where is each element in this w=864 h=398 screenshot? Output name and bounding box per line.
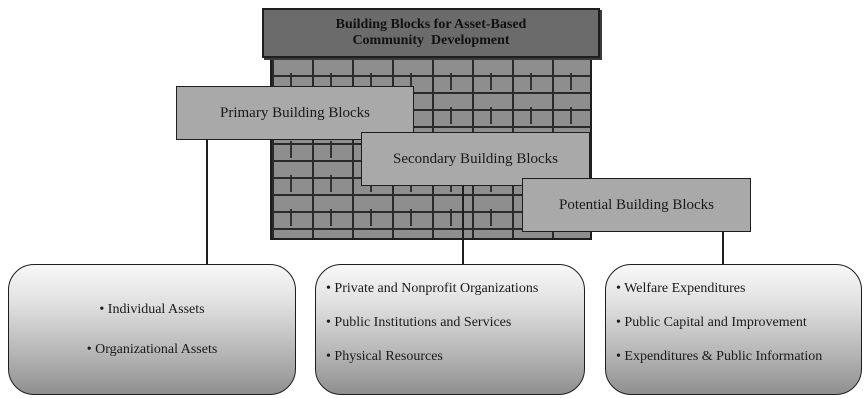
list-item: • Welfare Expenditures [616,281,746,296]
connector-secondary [462,186,464,264]
connector-primary [206,140,208,264]
primary-building-blocks-box: Primary Building Blocks [176,86,414,140]
secondary-building-blocks-label: Secondary Building Blocks [393,150,558,167]
list-item: • Expenditures & Public Information [616,349,823,364]
list-item: • Public Institutions and Services [326,315,512,330]
list-item: • Private and Nonprofit Organizations [326,281,539,296]
primary-assets-panel: • Individual Assets • Organizational Ass… [8,264,296,395]
title-line-1: Building Blocks for Asset-Based [335,17,527,32]
list-item: • Organizational Assets [86,341,218,357]
diagram-title: Building Blocks for Asset-Based Communit… [262,8,600,58]
potential-building-blocks-label: Potential Building Blocks [558,196,714,213]
connector-potential [722,232,724,264]
secondary-assets-panel: • Private and Nonprofit Organizations • … [315,264,585,395]
primary-building-blocks-label: Primary Building Blocks [220,104,370,121]
potential-assets-panel: • Welfare Expenditures • Public Capital … [605,264,862,395]
list-item: • Individual Assets [99,301,205,317]
potential-building-blocks-box: Potential Building Blocks [522,178,751,232]
list-item: • Public Capital and Improvement [616,315,807,330]
secondary-building-blocks-box: Secondary Building Blocks [361,132,590,186]
list-item: • Physical Resources [326,349,443,364]
title-line-2: Community Development [352,33,510,48]
